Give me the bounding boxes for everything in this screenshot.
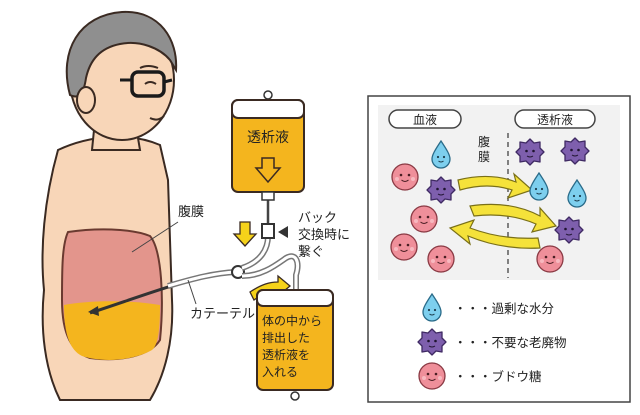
drain-bag: 体の中から 排出した 透析液を 入れる: [256, 289, 334, 401]
connect-note-line2: 交換時に: [298, 227, 350, 243]
dialysate-in-abdomen: [64, 301, 160, 360]
exchange-arrow-left-icon: [448, 218, 541, 249]
exchange-arrow-right-1-icon: [457, 172, 534, 200]
blood-tag: 血液: [413, 112, 437, 127]
catheter-label: カテーテル: [190, 307, 255, 322]
drain-bag-line1: 体の中から: [262, 313, 322, 328]
connect-note-line3: 繋ぐ: [298, 244, 324, 260]
membrane-label-2: 膜: [478, 150, 490, 164]
dialysate-bag: 透析液: [231, 90, 305, 201]
hair: [65, 10, 178, 98]
connector-clamp: [261, 223, 275, 239]
membrane-exchange-panel: 血液 透析液 腹 膜 ・・・過剰な水分 ・・・不要な老廃物 ・・・ブドウ糖: [367, 95, 631, 403]
legend-waste: ・・・不要な老廃物: [454, 335, 567, 350]
down-arrow-icon: [254, 157, 282, 184]
flow-arrow-down-icon: [232, 221, 258, 247]
dialysate-tag: 透析液: [537, 112, 573, 127]
connect-note-line1: バック: [298, 211, 337, 226]
legend-glucose: ・・・ブドウ糖: [454, 369, 542, 384]
glasses: [130, 70, 166, 98]
dialysate-bag-label: 透析液: [247, 130, 289, 146]
tubing: [88, 200, 301, 316]
peritoneum-label: 腹膜: [178, 204, 204, 220]
drain-bag-line3: 透析液を: [262, 347, 310, 362]
drain-bag-line4: 入れる: [262, 365, 298, 379]
exchange-arrow-right-2-icon: [469, 203, 558, 233]
drain-bag-line2: 排出した: [262, 331, 310, 345]
legend-water: ・・・過剰な水分: [454, 301, 554, 316]
person-illustration: [41, 10, 178, 401]
pointer-triangle-icon: [278, 226, 288, 238]
membrane-label-1: 腹: [478, 135, 490, 149]
